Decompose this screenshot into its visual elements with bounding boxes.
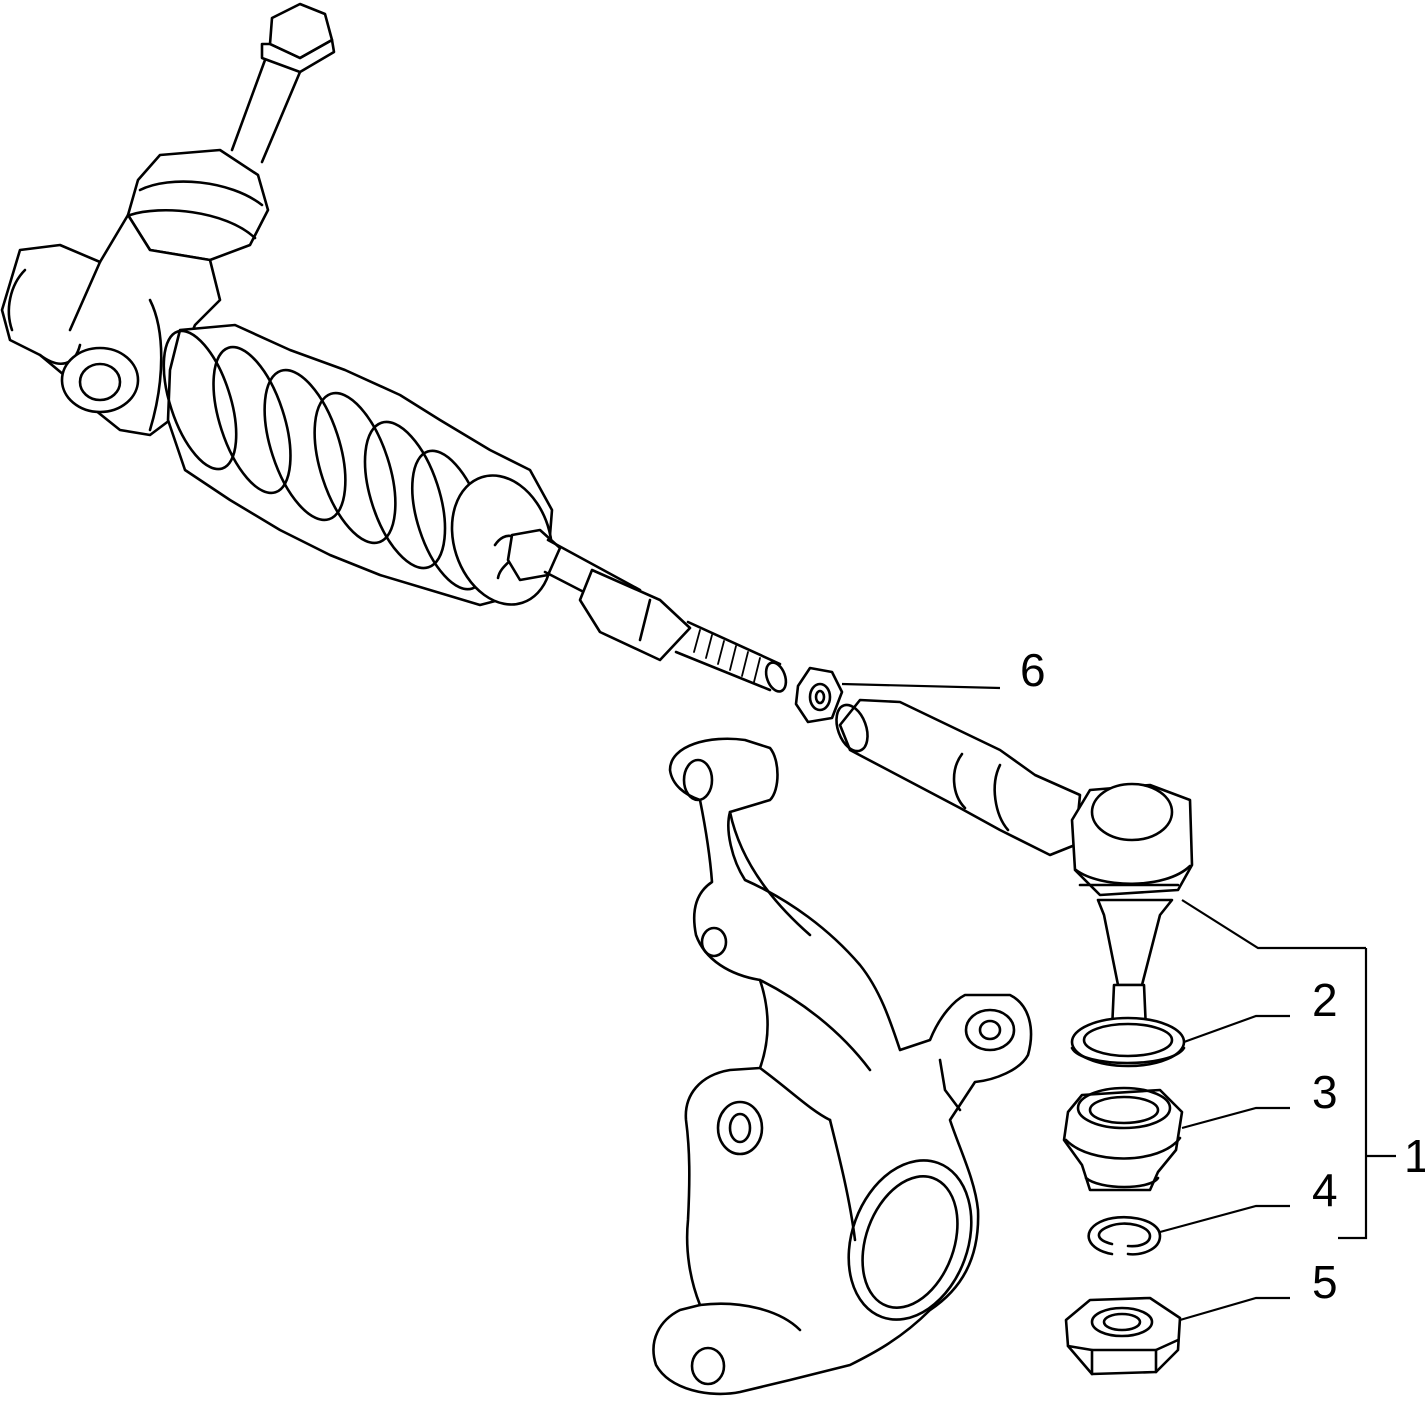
inner-tie-rod: [506, 528, 788, 693]
callout-4: 4: [1312, 1164, 1338, 1216]
seal-ring-part: [1070, 1016, 1186, 1068]
leader-2: [1183, 1014, 1290, 1044]
callout-5: 5: [1312, 1256, 1338, 1308]
bracket-1: [1338, 948, 1368, 1240]
dust-boot-part: [1062, 1086, 1184, 1192]
leader-1-top: [1181, 899, 1366, 950]
leader-5: [1179, 1296, 1290, 1322]
callout-labels: 6 2 3 1 4 5: [1020, 644, 1425, 1308]
lock-nut-part: [794, 666, 844, 724]
circlip-part: [1087, 1215, 1162, 1256]
bellows-boot: [162, 323, 554, 607]
leader-lines: [841, 682, 1396, 1322]
steering-knuckle: [652, 737, 1033, 1396]
leader-4: [1159, 1204, 1290, 1234]
callout-6: 6: [1020, 644, 1046, 696]
leader-3: [1181, 1106, 1290, 1130]
hex-nut-part: [1064, 1296, 1182, 1376]
callout-2: 2: [1312, 974, 1338, 1026]
callout-1: 1: [1404, 1130, 1425, 1182]
tie-rod-end-assembly: [835, 698, 1194, 1040]
leader-6: [841, 682, 1001, 690]
callout-3: 3: [1312, 1066, 1338, 1118]
